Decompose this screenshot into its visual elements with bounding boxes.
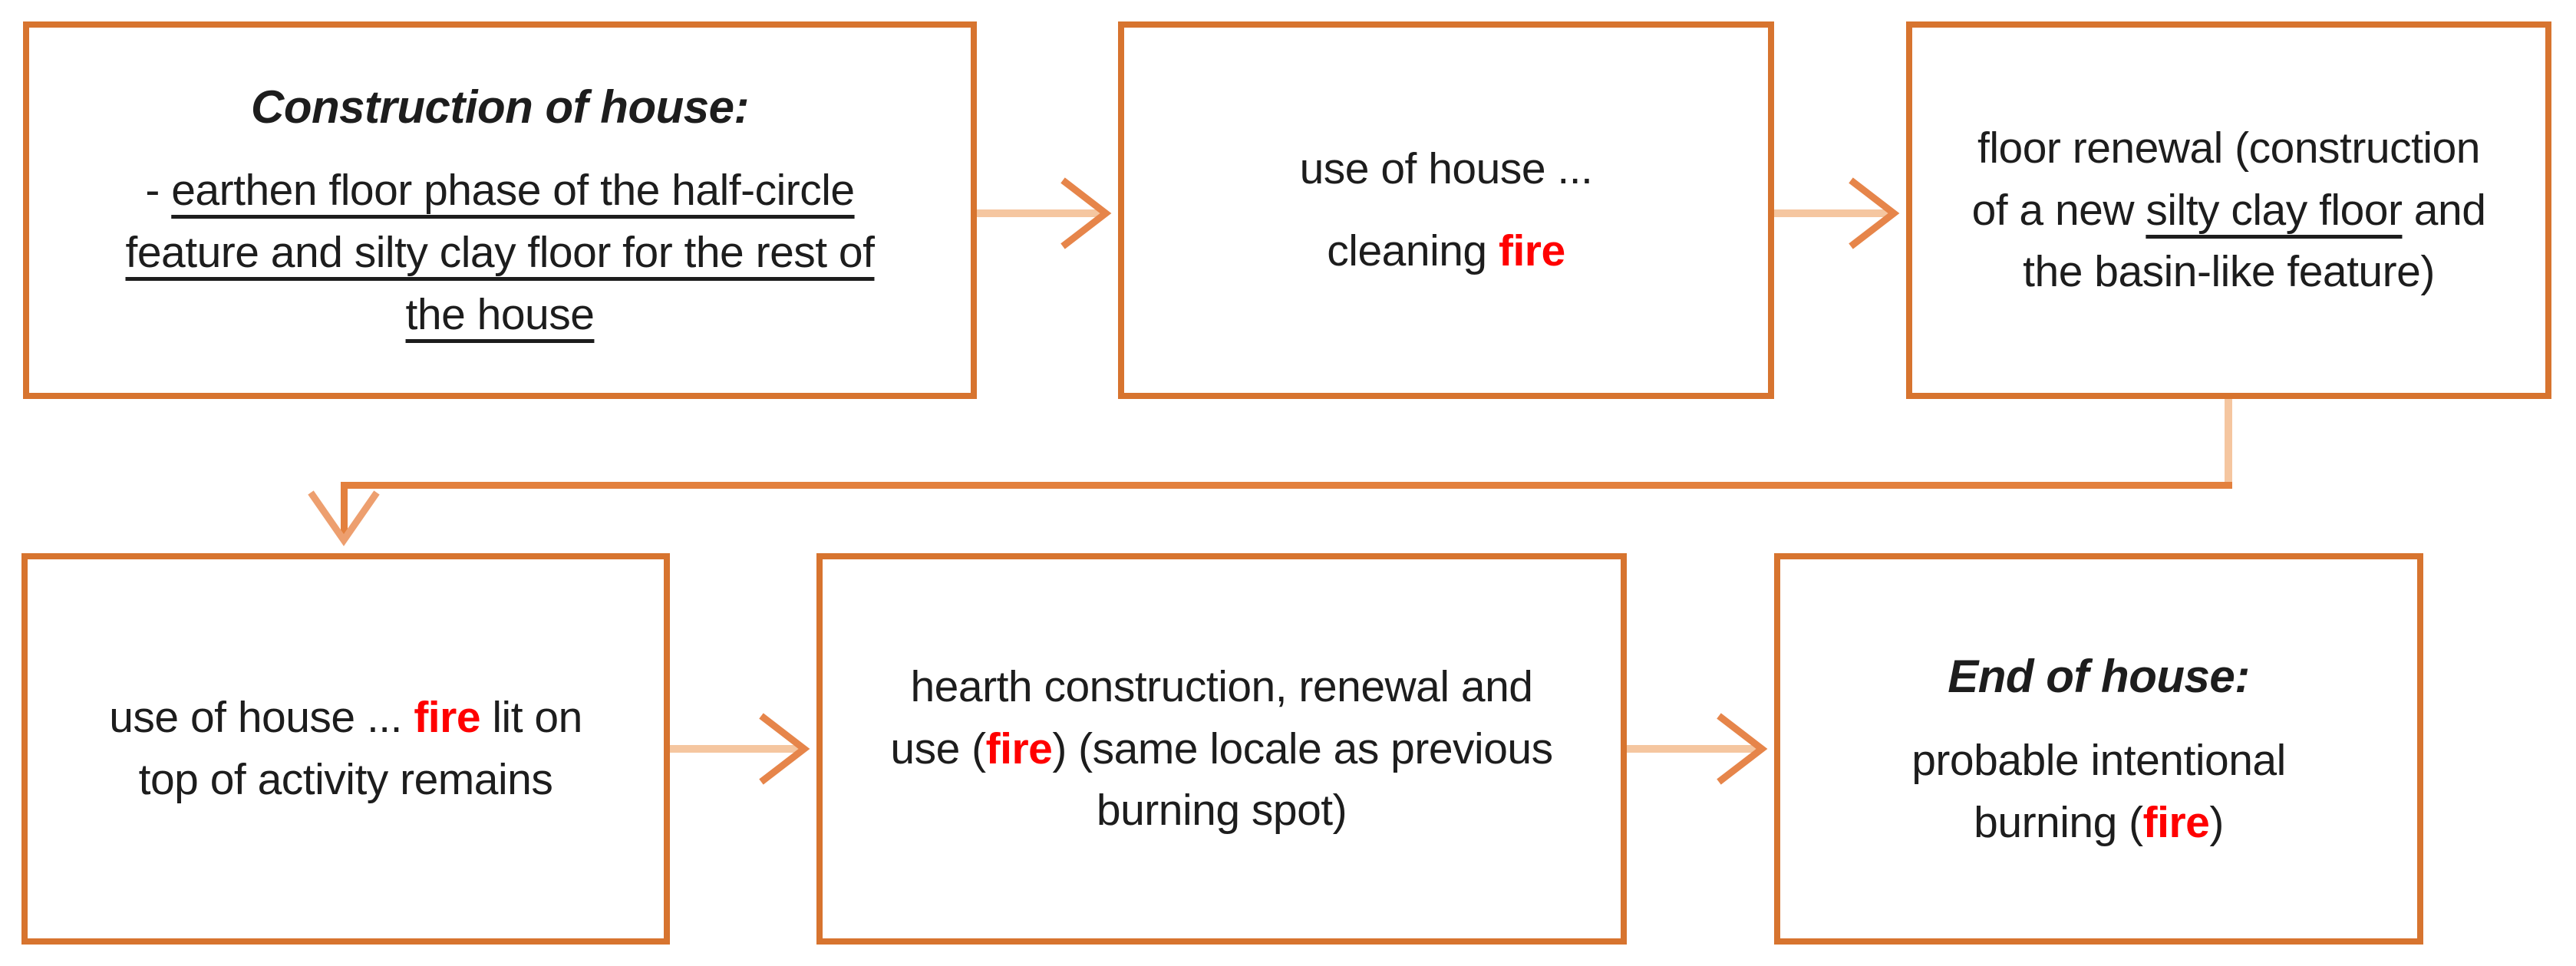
flow-box-hearth-construction: hearth construction, renewal and use (fir… [816,553,1627,945]
text-segment: the basin-like feature) [2023,247,2435,297]
elbow-connector-line [341,482,2232,489]
box-text: use of house ... cleaning fire [1300,138,1593,282]
text-segment: ) [2209,797,2224,847]
text-line: probable intentional [1911,730,2286,792]
text-line: burning (fire) [1911,792,2286,854]
text-line: use of house ... [1300,138,1593,200]
text-segment: top of activity remains [138,755,553,804]
text-line: feature and silty clay floor for the res… [126,222,875,284]
fire-text: fire [985,724,1053,773]
text-line: hearth construction, renewal and [890,656,1552,718]
text-line: cleaning fire [1300,220,1593,282]
text-segment: of a new [1971,185,2146,235]
flow-box-floor-renewal: floor renewal (construction of a new silt… [1906,21,2551,399]
text-line: top of activity remains [109,749,582,811]
text-line: burning spot) [890,780,1552,842]
text-segment: ) (same locale as previous [1052,724,1553,773]
flow-box-use-of-house-cleaning-fire: use of house ... cleaning fire [1118,21,1774,399]
elbow-connector-drop [2225,399,2232,489]
text-segment: floor renewal (construction [1977,123,2480,173]
text-segment: and [2402,185,2486,235]
flow-box-end-of-house: End of house: probable intentional burning… [1774,553,2423,945]
text-segment: silty clay floor [2146,185,2403,235]
text-segment: use of house ... [109,693,414,743]
arrow-down-icon [308,490,380,546]
text-segment: Construction of house: [251,81,749,133]
box-text: Construction of house: - earthen floor ph… [126,74,875,346]
box-text: End of house: probable intentional burning… [1911,644,2286,853]
text-segment: lit on [480,693,582,743]
text-line: End of house: [1911,644,2286,709]
text-line: - earthen floor phase of the half-circle [126,160,875,222]
text-line: floor renewal (construction [1972,117,2486,180]
arrow-right-icon [670,713,810,785]
fire-text: fire [2142,797,2210,847]
text-segment: hearth construction, renewal and [910,661,1533,711]
text-segment: End of house: [1948,651,2250,703]
text-segment: use of house ... [1299,144,1593,194]
text-line: Construction of house: [126,74,875,140]
arrow-right-icon [1627,713,1768,785]
text-segment: feature and silty clay floor for the res… [125,228,875,278]
box-text: use of house ... fire lit on top of activ… [109,687,582,811]
fire-text: fire [414,693,481,743]
text-segment: - [145,166,172,216]
text-segment: burning spot) [1096,786,1347,836]
text-line: the basin-like feature) [1972,241,2486,303]
text-segment: cleaning [1327,226,1499,275]
text-segment: use ( [890,724,986,773]
text-segment: earthen floor phase of the half-circle [171,166,855,216]
box-text: hearth construction, renewal and use (fir… [890,656,1553,842]
text-line: use of house ... fire lit on [109,687,582,749]
text-segment: burning ( [1974,797,2143,847]
flow-box-construction-of-house: Construction of house: - earthen floor ph… [23,21,977,399]
elbow-connector-down [341,482,348,539]
text-line: the house [126,284,875,346]
box-text: floor renewal (construction of a new silt… [1972,117,2486,304]
text-segment: probable intentional [1911,735,2286,785]
flow-box-use-of-house-fire-lit: use of house ... fire lit on top of activ… [21,553,670,945]
fire-text: fire [1498,226,1565,275]
text-segment: the house [405,290,595,340]
text-line: use (fire) (same locale as previous [890,718,1553,780]
arrow-right-icon [1774,177,1900,249]
arrow-right-icon [977,177,1112,249]
text-line: of a new silty clay floor and [1972,180,2486,242]
